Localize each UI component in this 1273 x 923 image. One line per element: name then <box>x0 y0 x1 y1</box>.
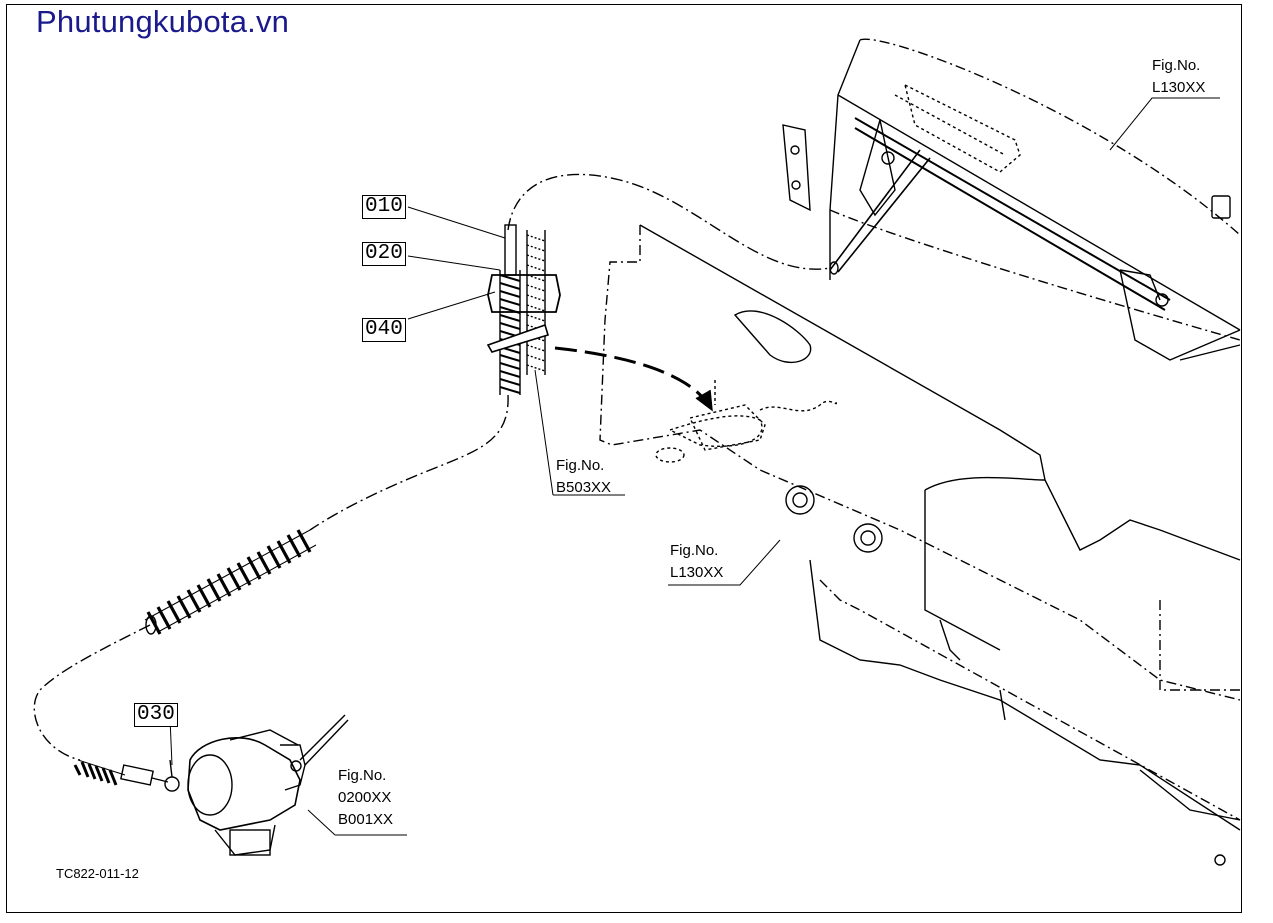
fig-ref-label: Fig.No. <box>338 767 387 784</box>
part-number-040[interactable]: 040 <box>362 318 406 342</box>
fig-ref-code: B001XX <box>338 811 394 828</box>
mount-arrow <box>554 346 713 412</box>
drawing-frame <box>6 4 1242 913</box>
watermark: Phutungkubota.vn <box>36 4 290 39</box>
part-number-010[interactable]: 010 <box>362 195 406 219</box>
frame-assembly <box>782 38 1241 361</box>
fig-ref-b503xx[interactable]: Fig.No. B503XX <box>556 455 611 499</box>
part-number-030[interactable]: 030 <box>134 703 178 727</box>
fig-ref-label: Fig.No. <box>556 457 605 474</box>
fig-ref-l130xx-top[interactable]: Fig.No. L130XX <box>1152 55 1205 99</box>
fig-ref-l130xx-mid[interactable]: Fig.No. L130XX <box>670 540 723 584</box>
fig-ref-code: L130XX <box>670 564 724 581</box>
spring-bundle <box>486 224 561 395</box>
cable-routing <box>33 173 831 761</box>
cable-coil <box>144 529 317 635</box>
fig-ref-label: Fig.No. <box>670 542 719 559</box>
fig-ref-code: 0200XX <box>338 789 392 806</box>
fig-ref-0200xx-b001xx[interactable]: Fig.No. 0200XX B001XX <box>338 765 393 831</box>
side-panel <box>599 224 1241 701</box>
drawing-code: TC822-011-12 <box>56 866 139 881</box>
leader-lines <box>169 97 1220 836</box>
part-number-020[interactable]: 020 <box>362 242 406 266</box>
lower-frame <box>809 559 1241 866</box>
solenoid <box>73 714 349 856</box>
fig-ref-label: Fig.No. <box>1152 57 1201 74</box>
fig-ref-code: B503XX <box>556 479 612 496</box>
fig-ref-code: L130XX <box>1152 79 1206 96</box>
